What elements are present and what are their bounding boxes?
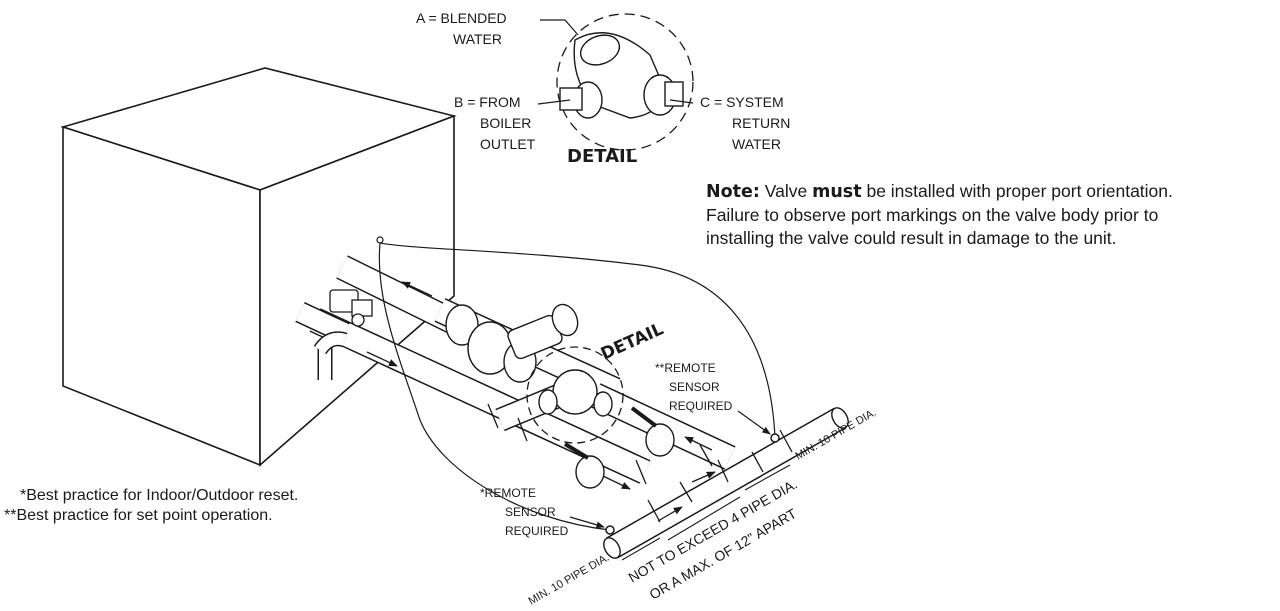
flow-arrows [366,281,716,522]
detail-valve-illustration [556,13,694,151]
port-c-label-line1: C = SYSTEM [700,94,784,110]
sensor-wires [376,236,776,531]
installation-note: Note: Valve must be installed with prope… [706,180,1276,250]
detail-leaders [537,19,694,105]
boiler-control-valve [329,289,373,327]
note-text-1: Valve [759,181,813,201]
remote-sensor-boiler [569,516,615,535]
note-line-2: Failure to observe port markings on the … [706,205,1159,225]
port-b-label-line1: B = FROM [454,94,521,110]
sensor-system-line1: **REMOTE [655,361,716,375]
detail-callout-labels: A = BLENDED WATER B = FROM BOILER OUTLET… [416,10,790,167]
port-c-label-line3: WATER [732,136,781,152]
ball-valve [630,406,675,457]
ball-valve [563,442,605,489]
note-text-2: be installed with proper port orientatio… [861,181,1173,201]
note-prefix: Note: [706,182,760,202]
legend-indoor-outdoor: *Best practice for Indoor/Outdoor reset. [20,487,299,504]
port-a-label-line1: A = BLENDED [416,10,507,26]
detail-marker-label: DETAIL [598,319,667,364]
port-b-label-line3: OUTLET [480,136,536,152]
sensor-boiler-line2: SENSOR [505,505,556,519]
footnote-legend: *Best practice for Indoor/Outdoor reset.… [4,486,298,526]
sensor-system-label: **REMOTE SENSOR REQUIRED [655,361,733,413]
remote-sensor-system [737,410,780,443]
port-c-label-line2: RETURN [732,115,790,131]
detail-marker-ring [526,346,624,444]
note-emphasis: must [812,182,862,202]
note-line-1: Note: Valve must be installed with prope… [706,180,1276,204]
sensor-boiler-label: *REMOTE SENSOR REQUIRED [480,486,569,538]
circulator-pump [445,303,579,383]
system-loop-pipe [603,407,849,559]
boiler-cabinet [60,67,457,467]
pipe-joints [487,403,793,523]
dimension-lines [621,464,791,561]
sensor-boiler-line3: REQUIRED [505,524,569,538]
min-dia-bottom-label: MIN. 10 PIPE DIA. [527,552,612,608]
detail-title: DETAIL [567,146,637,167]
mixing-valve [538,369,613,417]
sensor-boiler-line1: *REMOTE [480,486,536,500]
legend-set-point: **Best practice for set point operation. [4,507,273,524]
sensor-system-line3: REQUIRED [669,399,733,413]
port-a-label-line2: WATER [453,31,502,47]
note-line-3: installing the valve could result in dam… [706,228,1117,248]
sensor-system-line2: SENSOR [669,380,720,394]
port-b-label-line2: BOILER [480,115,531,131]
